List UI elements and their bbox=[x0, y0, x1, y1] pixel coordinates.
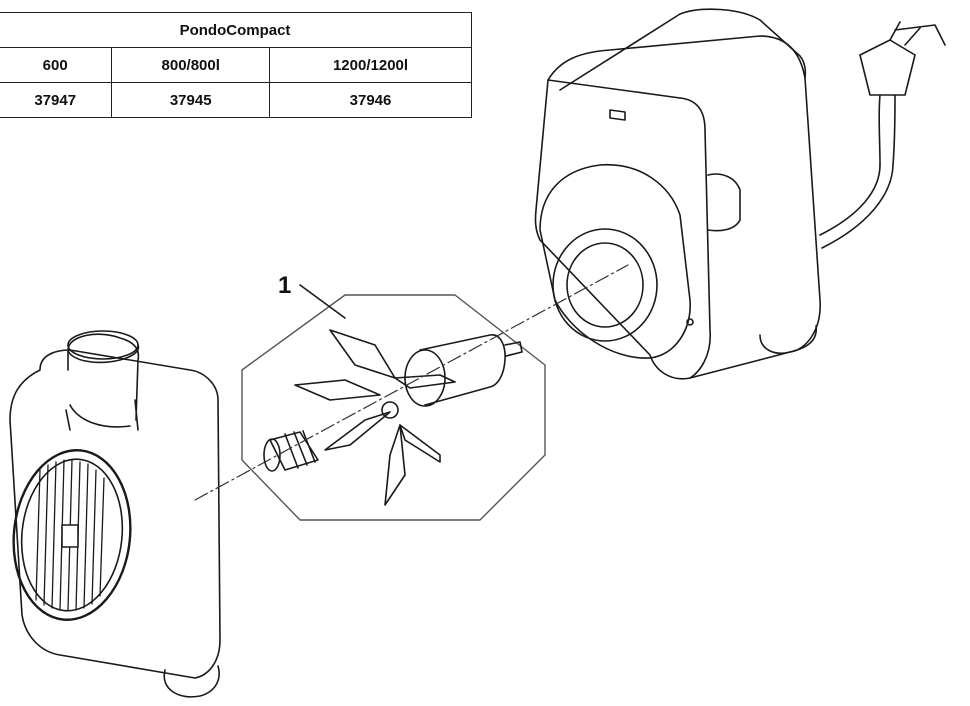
table-title: PondoCompact bbox=[0, 12, 472, 48]
table-row-part-numbers: 37947 37945 37946 bbox=[0, 82, 472, 118]
model-cell: 800/800l bbox=[111, 47, 271, 83]
callout-label: 1 bbox=[278, 272, 292, 299]
part-number-cell: 37947 bbox=[0, 82, 113, 118]
table-row-models: 600 800/800l 1200/1200l bbox=[0, 47, 472, 83]
motor-housing bbox=[535, 9, 945, 379]
part-number-cell: 37946 bbox=[269, 82, 472, 118]
parts-table: PondoCompact 600 800/800l 1200/1200l 379… bbox=[0, 12, 472, 118]
model-cell: 1200/1200l bbox=[269, 47, 472, 83]
impeller-assembly bbox=[242, 285, 545, 520]
pump-front-cover bbox=[5, 331, 220, 697]
assembly-axis-line bbox=[195, 265, 628, 500]
model-cell: 600 bbox=[0, 47, 113, 83]
part-number-cell: 37945 bbox=[111, 82, 271, 118]
